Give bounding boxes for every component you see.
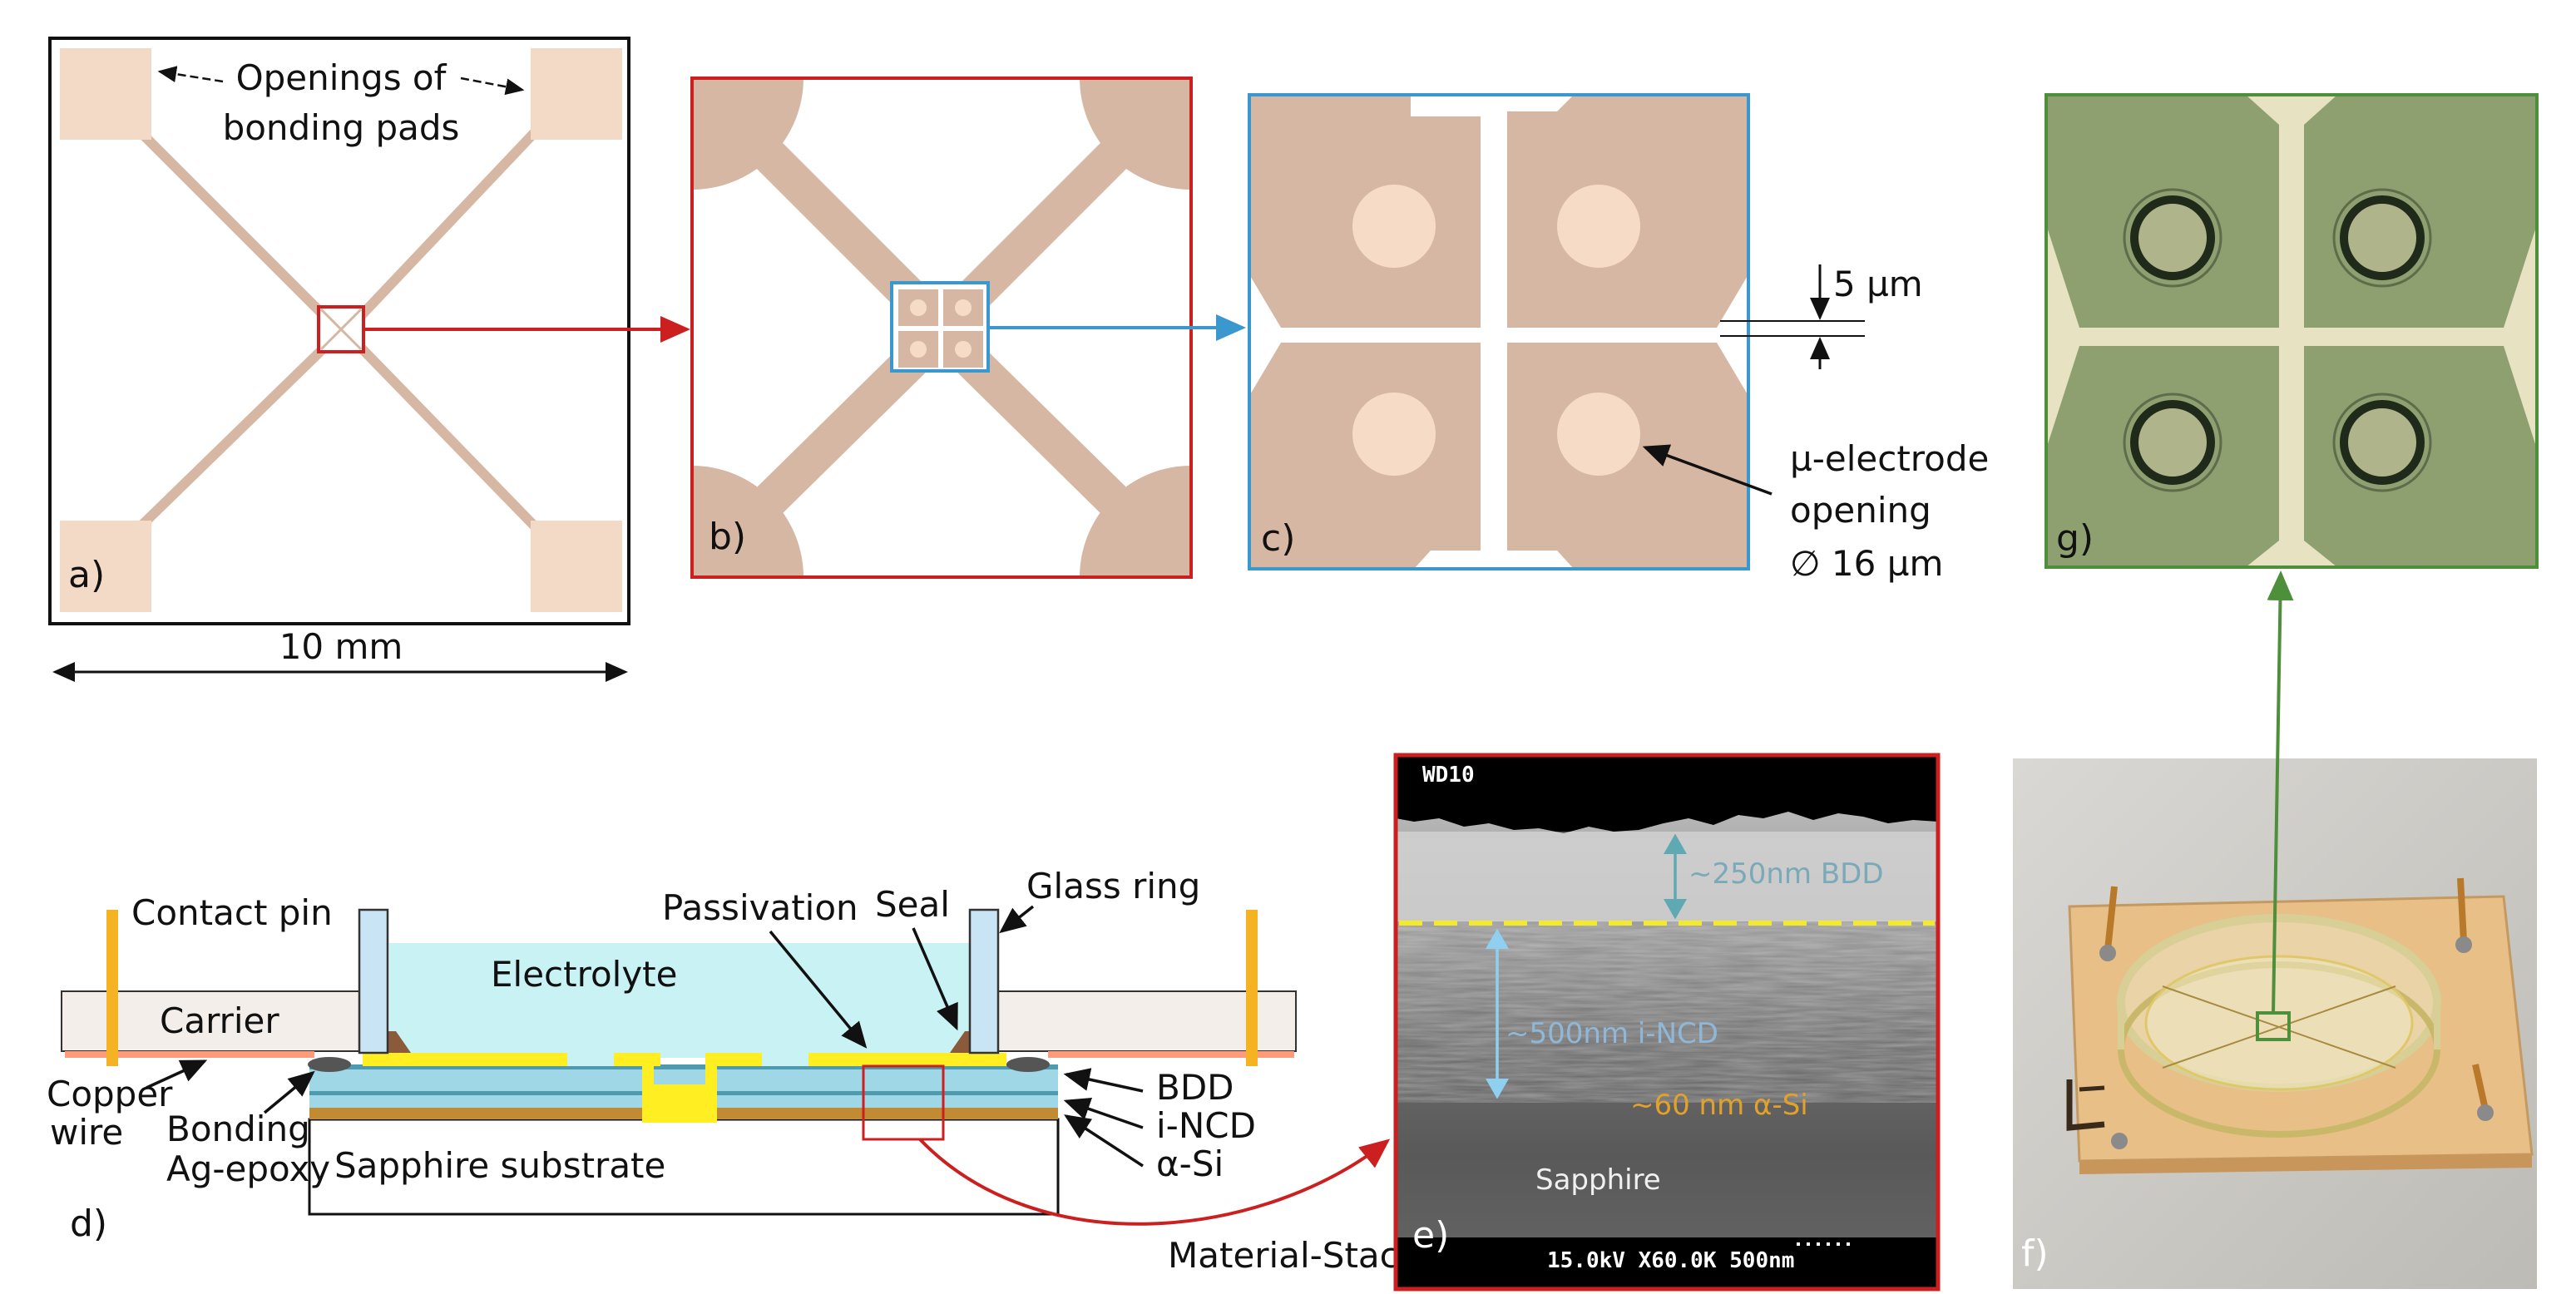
glass-ring-left — [358, 908, 389, 1054]
panel-f-label: f) — [2021, 1232, 2049, 1275]
passivation-arrow — [769, 930, 868, 1049]
arrow-d-to-e — [918, 1138, 1391, 1226]
sapphire-label: Sapphire — [1535, 1163, 1661, 1197]
bdd-arrow — [1063, 1068, 1144, 1093]
glass-ring-arrow — [999, 905, 1035, 934]
pad-circle-top-left — [692, 78, 803, 190]
substrate-label: Sapphire substrate — [334, 1145, 665, 1186]
panel-a-label: a) — [68, 554, 105, 596]
openings-label-line2: bonding pads — [223, 107, 460, 148]
bonding-pad-bottom-left — [60, 521, 151, 612]
glass-ring-label: Glass ring — [1026, 866, 1200, 906]
bonding-pad-bottom-right — [531, 521, 622, 612]
panel-c-frame — [1248, 93, 1750, 570]
seal-left — [386, 1031, 411, 1053]
seal-label: Seal — [875, 884, 950, 925]
glass-ring-right — [968, 908, 1000, 1054]
panel-b-center-electrodes — [893, 284, 986, 369]
passivation-label: Passivation — [662, 887, 858, 928]
openings-arrow-left — [157, 66, 224, 83]
pad-circle-bottom-right — [1080, 466, 1191, 577]
asi-arrow — [1064, 1114, 1144, 1168]
seal-arrow — [912, 927, 958, 1031]
incd-thickness-label: ~500nm i-NCD — [1506, 1017, 1718, 1050]
scale-bar-label: 10 mm — [279, 626, 403, 667]
bonding-label-line1: Bonding — [166, 1109, 310, 1149]
electrode-opening-bottom-left — [1352, 393, 1436, 476]
asi-thickness-label: ~60 nm α-Si — [1630, 1089, 1808, 1122]
copper-wire-right — [1048, 1051, 1294, 1058]
electrode-wells — [2123, 188, 2432, 492]
sapphire-substrate — [308, 1118, 1060, 1216]
panel-e-label: e) — [1412, 1214, 1449, 1257]
bonding-epoxy-right — [1006, 1057, 1050, 1072]
electrolyte-region — [389, 943, 970, 1058]
sem-top-surface — [1396, 755, 1938, 833]
panel-d-label: d) — [70, 1203, 107, 1245]
material-stack-label: Material-Stack — [1168, 1235, 1420, 1276]
copper-wire-label-line1: Copper — [47, 1074, 173, 1114]
contact-pin-left — [106, 910, 118, 1066]
electrode-label-line2: opening — [1790, 490, 1931, 531]
panel-d: Contact pin Electrolyte Passivation Seal… — [47, 866, 1420, 1276]
pad-circle-bottom-left — [692, 466, 803, 577]
contact-pin-label: Contact pin — [131, 892, 333, 933]
seal-right — [950, 1031, 972, 1053]
panel-b: b) — [690, 77, 1193, 579]
electrode-label-line3: ∅ 16 µm — [1790, 543, 1943, 584]
bonding-arrow — [263, 1070, 315, 1114]
material-stack-box — [862, 1064, 945, 1141]
copper-wire-left — [65, 1051, 314, 1058]
panel-c-label: c) — [1261, 517, 1295, 560]
bonding-label-line2: Ag-epoxy — [166, 1148, 330, 1189]
panel-e-frame — [1393, 753, 1941, 1292]
bdd-thickness-label: ~250nm BDD — [1688, 857, 1884, 891]
panel-a: Openings of bonding pads a) 10 mm — [48, 37, 630, 682]
incd-label: i-NCD — [1156, 1105, 1256, 1146]
panel-g-frame — [2044, 93, 2539, 569]
gap-label: 5 µm — [1833, 264, 1923, 304]
electrolyte-label: Electrolyte — [491, 954, 677, 995]
panel-e: WD10 ~250nm BDD ~500nm i-NCD ~60 nm α-Si… — [1393, 753, 1941, 1292]
electrode-opening-top-right — [1557, 185, 1640, 268]
panel-a-tracks — [137, 129, 538, 530]
sem-scale-dots — [1797, 1242, 1850, 1246]
asi-label: α-Si — [1156, 1143, 1224, 1184]
wd-label: WD10 — [1422, 763, 1475, 788]
bonding-epoxy-left — [308, 1057, 351, 1072]
incd-arrow — [1063, 1097, 1144, 1129]
arrow-f-to-g — [2267, 570, 2294, 1014]
panel-c: c) 5 µm µ-electrode opening ∅ 16 µm — [1248, 93, 1989, 584]
cross-gap-horizontal — [2046, 328, 2537, 346]
copper-wire-arrow — [146, 1059, 208, 1089]
bonding-pad-top-right — [531, 48, 622, 140]
bdd-label: BDD — [1156, 1067, 1234, 1108]
carrier-label: Carrier — [160, 1000, 279, 1041]
electrode-label-line1: µ-electrode — [1790, 438, 1989, 479]
openings-arrow-right — [460, 77, 525, 96]
contact-pin-right — [1246, 910, 1258, 1066]
sem-info-label: 15.0kV X60.0K 500nm — [1547, 1248, 1794, 1273]
openings-label-line1: Openings of — [236, 57, 447, 98]
electrode-opening-bottom-right — [1557, 393, 1640, 476]
pad-circle-top-right — [1080, 78, 1191, 190]
copper-wire-label-line2: wire — [50, 1112, 123, 1153]
electrode-opening-top-left — [1352, 185, 1436, 268]
bonding-pad-top-left — [60, 48, 151, 140]
electrode-opening-arrow — [1642, 444, 1773, 496]
photo-contact-pins — [2099, 877, 2494, 1149]
passivation-layer — [363, 1053, 1006, 1123]
panel-g-label: g) — [2056, 517, 2094, 560]
panel-g: g) — [2044, 93, 2539, 569]
panel-b-label: b) — [709, 516, 746, 558]
